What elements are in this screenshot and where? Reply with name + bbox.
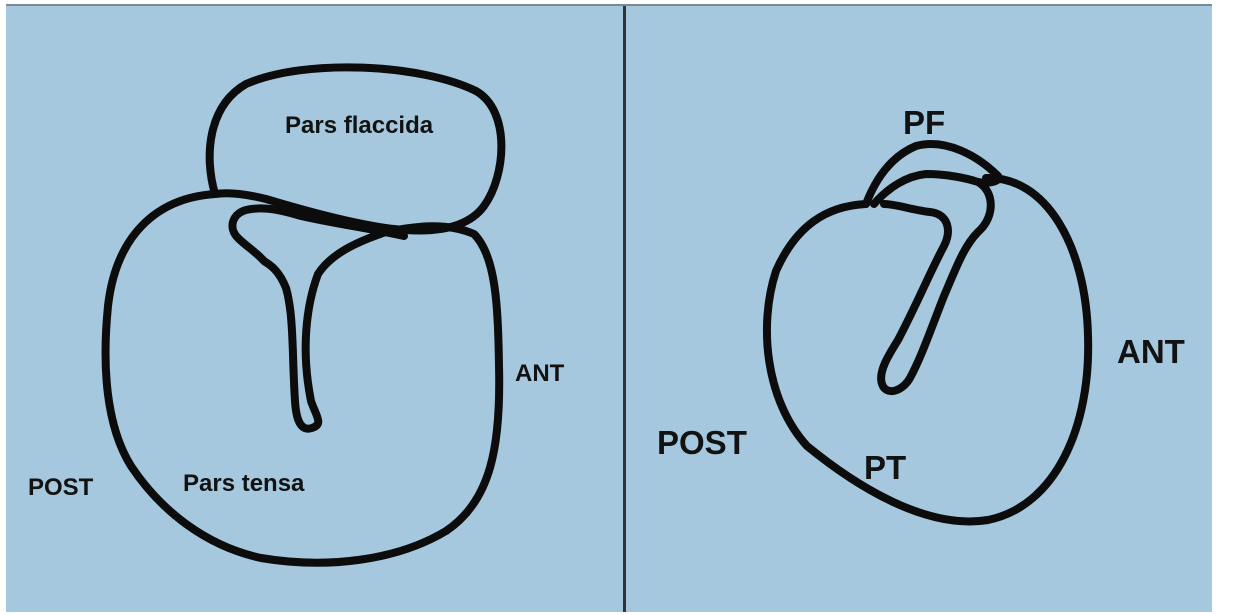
label-pars-tensa: Pars tensa bbox=[183, 472, 304, 496]
right-eardrum-drawing bbox=[626, 6, 1212, 612]
left-panel: Pars flaccida Pars tensa ANT POST bbox=[6, 6, 623, 612]
label-posterior: POST bbox=[657, 426, 747, 459]
page-margin-strip bbox=[1212, 0, 1236, 615]
pars-tensa-outline bbox=[767, 178, 1088, 521]
pars-flaccida-inner-line bbox=[874, 174, 978, 204]
malleus-handle-outline bbox=[881, 182, 991, 391]
label-anterior: ANT bbox=[1117, 335, 1185, 368]
label-pf: PF bbox=[903, 106, 945, 139]
right-panel: PF PT ANT POST bbox=[626, 6, 1212, 612]
label-anterior: ANT bbox=[515, 362, 564, 386]
label-pars-flaccida: Pars flaccida bbox=[285, 114, 433, 138]
label-pt: PT bbox=[864, 451, 906, 484]
left-eardrum-drawing bbox=[6, 6, 623, 612]
tympanic-membrane-figure: Pars flaccida Pars tensa ANT POST PF PT … bbox=[6, 6, 1212, 612]
label-posterior: POST bbox=[28, 476, 93, 500]
pars-tensa-outline bbox=[106, 194, 500, 563]
